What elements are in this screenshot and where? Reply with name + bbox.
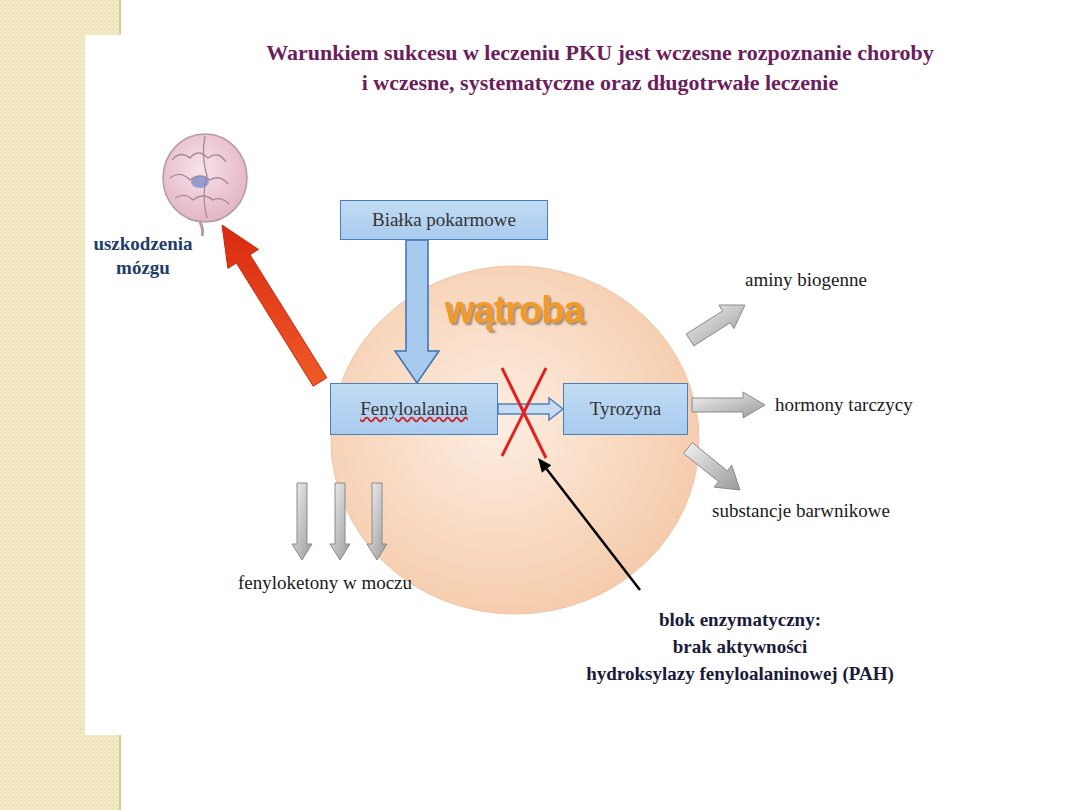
leader-arrowhead	[538, 458, 551, 473]
brain-folds	[170, 136, 229, 218]
brain-spot	[191, 176, 209, 188]
block-cross	[502, 368, 546, 456]
brain-outline	[163, 134, 247, 222]
liver-ellipse: wątrobaFenyloalanina Tyrozyna	[330, 265, 700, 615]
effect-label: uszkodzenia mózgu	[78, 232, 208, 280]
excretion-arrow	[367, 483, 387, 560]
flow-arrow	[395, 240, 439, 383]
block-note: blok enzymatyczny: brak aktywności hydro…	[560, 606, 920, 687]
excretion-arrow	[330, 483, 350, 560]
box-label: Białka pokarmowe	[372, 209, 516, 231]
process-box: Tyrozyna	[563, 383, 688, 435]
process-box: Białka pokarmowe	[340, 200, 548, 240]
process-box: Fenyloalanina	[330, 383, 498, 435]
product-arrow	[686, 305, 745, 346]
product-arrow	[692, 392, 765, 418]
slide-title: Warunkiem sukcesu w leczeniu PKU jest wc…	[190, 38, 1010, 98]
brain-illustration	[163, 134, 247, 236]
damage-arrow	[222, 225, 327, 386]
excretion-label: fenyloketony w moczu	[200, 571, 450, 595]
box-label: Tyrozyna	[590, 398, 661, 420]
product-label: substancje barwnikowe	[712, 499, 972, 523]
content-panel	[85, 35, 1080, 735]
product-label: aminy biogenne	[745, 268, 945, 292]
organ-label: wątroba	[445, 289, 584, 332]
leader-line	[547, 469, 640, 590]
liver-shape	[331, 266, 699, 614]
box-label: Fenyloalanina	[360, 398, 468, 420]
product-label: hormony tarczycy	[775, 393, 995, 417]
product-arrow	[684, 443, 740, 490]
brain-stem	[200, 222, 203, 236]
block-cross	[502, 368, 546, 458]
excretion-arrow	[292, 483, 312, 560]
